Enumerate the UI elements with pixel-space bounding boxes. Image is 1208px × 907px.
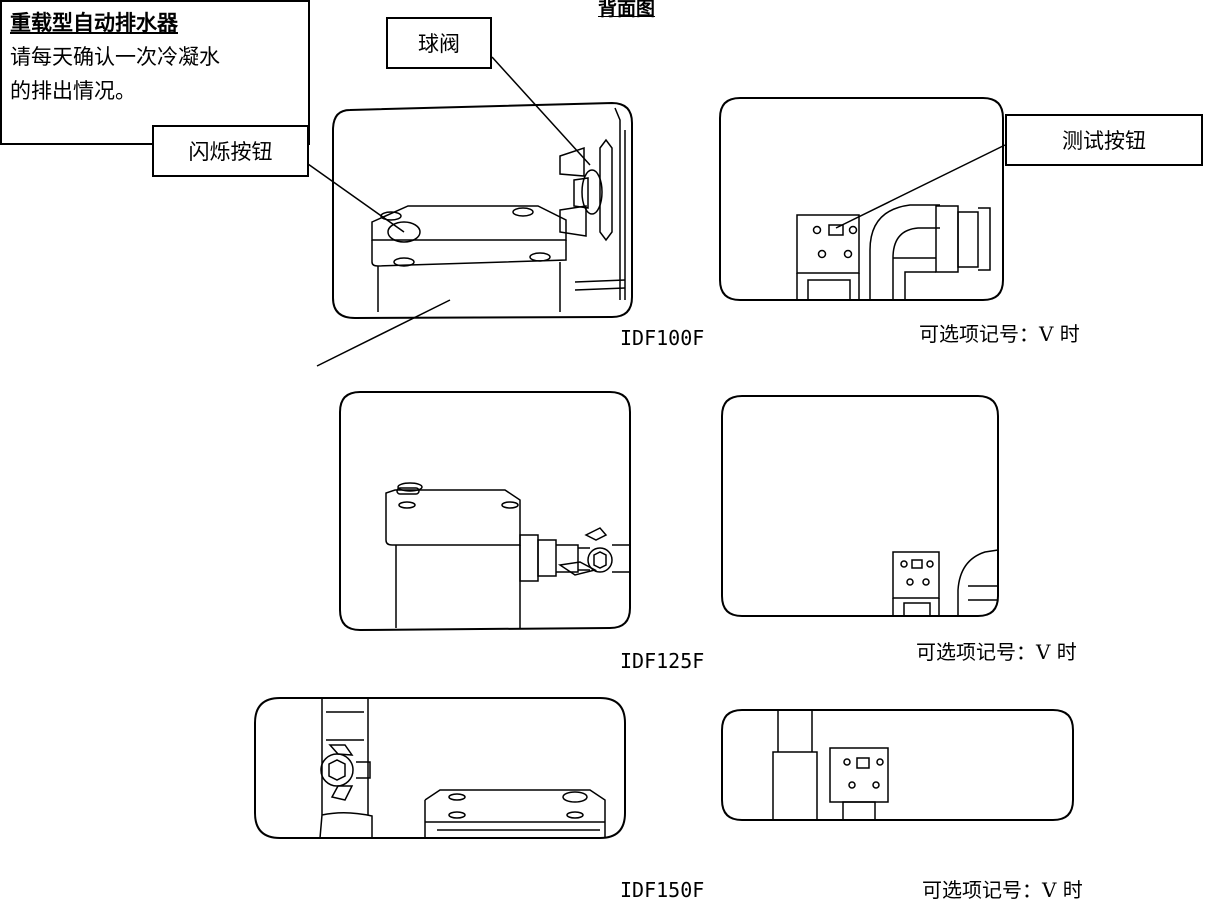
option-caption-2: 可选项记号：V 时 (916, 640, 1077, 664)
note-line-2: 的排出情况。 (10, 79, 136, 103)
option-caption-3: 可选项记号：V 时 (922, 878, 1083, 902)
flash-button-callout: 闪烁按钮 (152, 125, 309, 177)
model-label-idf100f: IDF100F (620, 326, 705, 350)
option-v-drawing-1 (719, 97, 1004, 301)
option-v-drawing-3 (721, 709, 1074, 821)
model-label-idf150f: IDF150F (620, 878, 705, 902)
test-button-callout: 测试按钮 (1005, 114, 1203, 166)
idf125f-drawing (339, 391, 631, 632)
note-heading: 重载型自动排水器 (10, 10, 178, 35)
option-caption-1: 可选项记号：V 时 (919, 322, 1080, 346)
idf100f-drawing (332, 101, 633, 320)
note-line-1: 请每天确认一次冷凝水 (10, 45, 220, 69)
model-label-idf125f: IDF125F (620, 649, 705, 673)
idf150f-drawing (254, 697, 626, 839)
leader-lines (307, 56, 1006, 367)
page-title: 背面图 (598, 0, 656, 20)
ball-valve-callout: 球阀 (386, 17, 492, 69)
drain-note-box: 重载型自动排水器 请每天确认一次冷凝水 的排出情况。 (0, 0, 310, 145)
option-v-drawing-2 (721, 395, 999, 617)
